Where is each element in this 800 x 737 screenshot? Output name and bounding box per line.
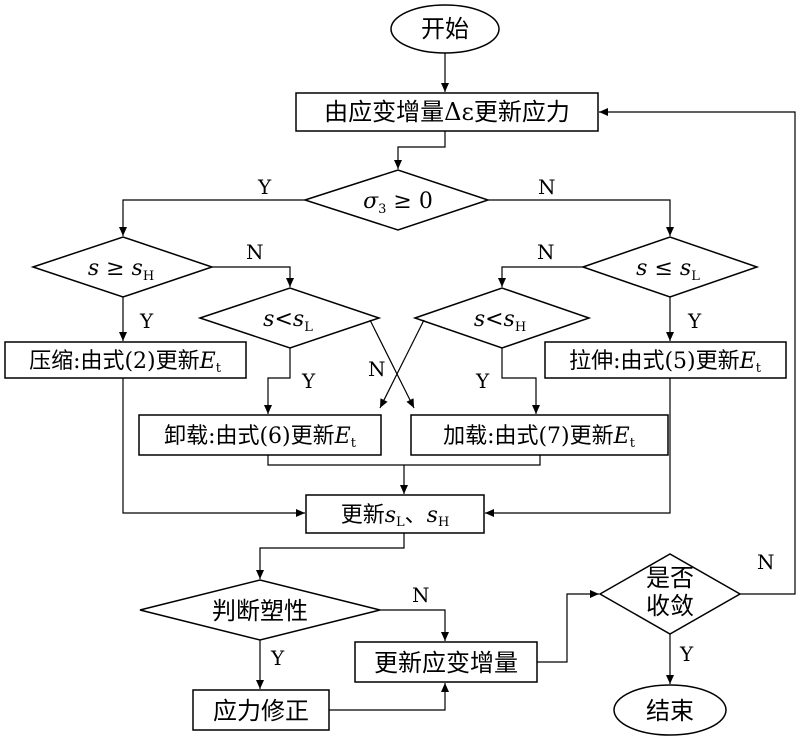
- arrow-converge-no: [599, 108, 796, 595]
- arrow-strain-converge: [537, 590, 599, 663]
- arrow-ltsh-yes: [501, 348, 540, 414]
- no-label-sigma: N: [538, 175, 556, 199]
- tension-box: [544, 341, 787, 379]
- end-node: [613, 684, 727, 736]
- merge-line: [267, 455, 541, 466]
- update-stress-box: [295, 92, 599, 132]
- arrow-ltsl-no: [369, 319, 415, 409]
- arrow-sigma-yes: [119, 199, 305, 236]
- judge-plastic-label: 判断塑性: [212, 597, 308, 625]
- yes-label-converge: Y: [679, 642, 694, 666]
- no-label-judge: N: [412, 583, 430, 607]
- arrow-sh-no: [212, 266, 294, 287]
- yes-label-sh: Y: [139, 309, 154, 333]
- no-label-ltsl: N: [368, 357, 386, 381]
- arrow-sl-no: [498, 266, 583, 287]
- arrow-sigma-no: [488, 199, 674, 236]
- end-label: 结束: [646, 697, 694, 725]
- s-lt-sl-decision: [197, 287, 382, 349]
- unload-box: [138, 414, 382, 456]
- s-lt-sh-decision: [412, 287, 592, 349]
- s-ge-sh-label: s ≥ sH: [88, 256, 154, 284]
- converge-label-2: 收敛: [646, 592, 694, 620]
- no-label-sl: N: [537, 240, 555, 264]
- arrow-updates-judge: [256, 533, 405, 579]
- compress-label: 压缩:由式(2)更新Et: [29, 349, 222, 376]
- unload-label: 卸载:由式(6)更新Et: [164, 424, 357, 451]
- s-le-sl-decision: [580, 236, 760, 298]
- s-lt-sh-label: s<sH: [474, 307, 526, 335]
- yes-label-sigma: Y: [257, 175, 272, 199]
- yes-label-judge: Y: [270, 646, 285, 670]
- tension-label: 拉伸:由式(5)更新Et: [569, 349, 762, 376]
- s-le-sl-label: s ≤ sL: [636, 256, 700, 284]
- compress-box: [4, 341, 247, 379]
- update-s-box: [305, 494, 485, 534]
- arrow-compress-updates: [122, 378, 305, 517]
- no-label-converge: N: [757, 550, 775, 574]
- converge-label-1: 是否: [646, 564, 694, 592]
- arrow-tension-updates: [485, 378, 671, 517]
- yes-label-ltsh: Y: [475, 369, 490, 393]
- update-strain-label: 更新应变增量: [374, 649, 518, 677]
- arrow-ltsh-no: [379, 319, 425, 409]
- no-label-sh: N: [246, 240, 264, 264]
- stress-correct-label: 应力修正: [213, 697, 309, 725]
- sigma3-label: σ3 ≥ 0: [363, 189, 433, 217]
- load-label: 加载:由式(7)更新Et: [443, 424, 636, 451]
- arrow-correct-strain: [329, 683, 449, 711]
- start-label: 开始: [421, 15, 469, 43]
- update-s-label: 更新sL、sH: [341, 503, 450, 530]
- s-lt-sl-label: s<sL: [263, 307, 313, 335]
- update-stress-label: 由应变增量Δε更新应力: [324, 98, 570, 126]
- arrow-ltsl-yes: [264, 348, 291, 414]
- arrow-judge-no: [380, 609, 449, 641]
- arrow-update-sigma: [394, 131, 446, 169]
- yes-label-ltsl: Y: [301, 369, 316, 393]
- yes-label-sl: Y: [687, 309, 702, 333]
